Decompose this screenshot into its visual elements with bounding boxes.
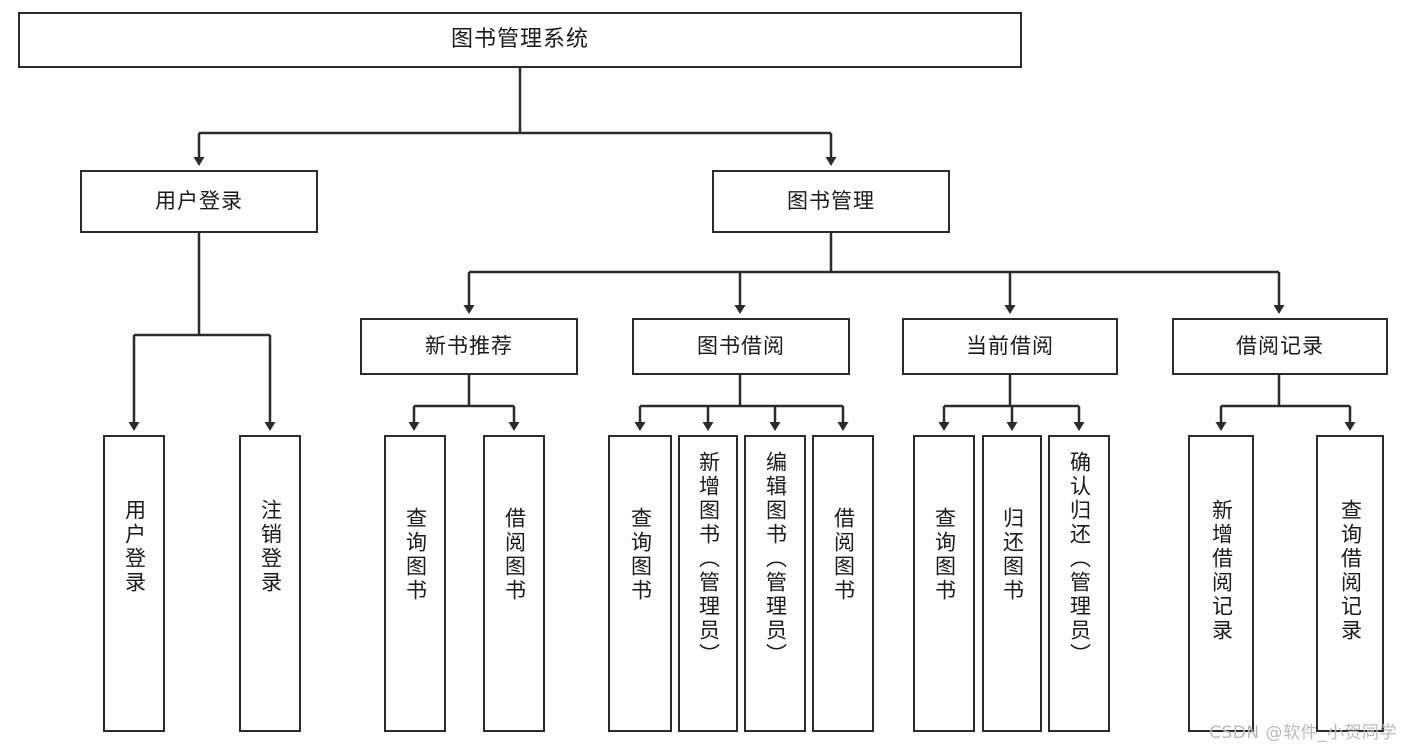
node-label: 确认归还（管理员） <box>1067 451 1092 667</box>
node-label: 图书借阅 <box>697 333 785 358</box>
node-label: 查询借阅记录 <box>1338 499 1363 643</box>
node-label: 查询图书 <box>932 507 957 603</box>
leaf-book-borrow-borrow[interactable]: 借阅图书 <box>812 435 874 732</box>
leaf-user-login-logout[interactable]: 注销登录 <box>239 435 301 732</box>
node-label: 借阅图书 <box>502 507 527 603</box>
node-label: 新书推荐 <box>425 333 513 358</box>
node-book-borrow[interactable]: 图书借阅 <box>632 318 850 375</box>
node-current-borrow[interactable]: 当前借阅 <box>902 318 1118 375</box>
node-label: 图书管理 <box>787 188 875 213</box>
leaf-new-book-borrow[interactable]: 借阅图书 <box>483 435 545 732</box>
node-label: 用户登录 <box>122 499 147 595</box>
node-label: 编辑图书（管理员） <box>763 451 788 667</box>
leaf-current-borrow-return[interactable]: 归还图书 <box>982 435 1042 732</box>
leaf-new-book-query[interactable]: 查询图书 <box>384 435 446 732</box>
node-borrow-record[interactable]: 借阅记录 <box>1172 318 1388 375</box>
node-label: 查询图书 <box>403 507 428 603</box>
node-label: 当前借阅 <box>966 333 1054 358</box>
leaf-book-borrow-edit-admin[interactable]: 编辑图书（管理员） <box>744 435 806 732</box>
node-user-login[interactable]: 用户登录 <box>80 170 318 233</box>
node-new-book-recommend[interactable]: 新书推荐 <box>360 318 578 375</box>
leaf-borrow-record-query[interactable]: 查询借阅记录 <box>1316 435 1384 732</box>
node-label: 查询图书 <box>628 507 653 603</box>
node-label: 借阅记录 <box>1236 333 1324 358</box>
node-label: 新增图书（管理员） <box>696 451 721 667</box>
node-book-management[interactable]: 图书管理 <box>712 170 950 233</box>
leaf-book-borrow-add-admin[interactable]: 新增图书（管理员） <box>678 435 738 732</box>
watermark-text: CSDN @软件_小贺同学 <box>1209 723 1397 743</box>
node-label: 新增借阅记录 <box>1209 499 1234 643</box>
leaf-borrow-record-add[interactable]: 新增借阅记录 <box>1188 435 1254 732</box>
node-label: 归还图书 <box>1000 507 1025 603</box>
node-label: 图书管理系统 <box>450 26 589 52</box>
leaf-book-borrow-query[interactable]: 查询图书 <box>608 435 672 732</box>
node-label: 注销登录 <box>258 499 283 595</box>
leaf-current-borrow-query[interactable]: 查询图书 <box>913 435 975 732</box>
leaf-current-borrow-confirm-admin[interactable]: 确认归还（管理员） <box>1048 435 1110 732</box>
node-label: 借阅图书 <box>831 507 856 603</box>
node-label: 用户登录 <box>155 188 243 213</box>
leaf-user-login-login[interactable]: 用户登录 <box>103 435 165 732</box>
node-root-system[interactable]: 图书管理系统 <box>18 12 1022 68</box>
